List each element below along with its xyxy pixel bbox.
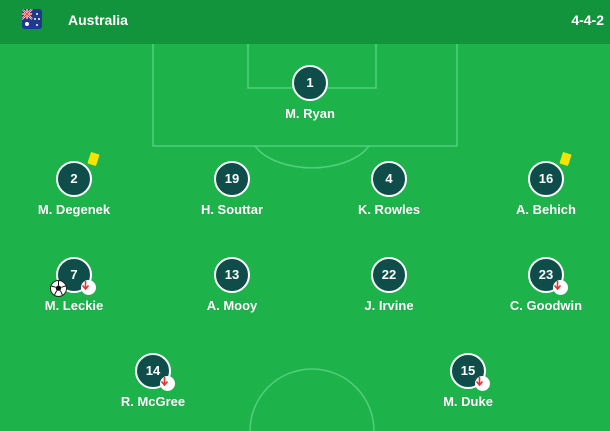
player-name: M. Leckie: [44, 298, 104, 313]
shirt-number: 22: [371, 257, 407, 293]
player-m-degenek[interactable]: 2 M. Degenek: [14, 151, 134, 217]
shirt-number: 16: [528, 151, 572, 197]
player-name: H. Souttar: [200, 202, 264, 217]
player-a-mooy[interactable]: 13 A. Mooy: [172, 257, 292, 313]
player-name: M. Degenek: [37, 202, 111, 217]
shirt-number: 23: [528, 257, 568, 295]
shirt-number: 19: [214, 161, 250, 197]
player-k-rowles[interactable]: 4 K. Rowles: [329, 161, 449, 217]
pitch: 1 M. Ryan 2 M. Degenek 19 H. Souttar 4 K. Rowle…: [0, 44, 610, 431]
team-header: Australia 4-4-2: [0, 0, 610, 44]
shirt-number: 14: [135, 353, 175, 391]
formation-label: 4-4-2: [571, 12, 604, 28]
player-name: A. Behich: [516, 202, 576, 217]
player-name: M. Ryan: [285, 106, 335, 121]
shirt-number: 1: [292, 65, 328, 101]
player-h-souttar[interactable]: 19 H. Souttar: [172, 161, 292, 217]
shirt-number: 15: [450, 353, 490, 391]
player-name: R. McGree: [120, 394, 186, 409]
substitution-out-icon: [475, 376, 490, 391]
shirt-number: 4: [371, 161, 407, 197]
player-m-ryan[interactable]: 1 M. Ryan: [250, 65, 370, 121]
player-name: A. Mooy: [206, 298, 258, 313]
player-c-goodwin[interactable]: 23 C. Goodwin: [486, 257, 606, 313]
goal-ball-icon: [50, 280, 67, 297]
player-name: M. Duke: [443, 394, 493, 409]
player-name: C. Goodwin: [509, 298, 583, 313]
australia-flag-icon: [22, 9, 42, 29]
yellow-card-icon: [87, 151, 100, 167]
player-r-mcgree[interactable]: 14 R. McGree: [93, 353, 213, 409]
yellow-card-icon: [559, 151, 572, 167]
player-j-irvine[interactable]: 22 J. Irvine: [329, 257, 449, 313]
player-name: J. Irvine: [364, 298, 414, 313]
shirt-number: 13: [214, 257, 250, 293]
player-m-duke[interactable]: 15 M. Duke: [408, 353, 528, 409]
player-a-behich[interactable]: 16 A. Behich: [486, 151, 606, 217]
team-name[interactable]: Australia: [68, 12, 128, 28]
player-name: K. Rowles: [357, 202, 421, 217]
substitution-out-icon: [553, 280, 568, 295]
shirt-number: 2: [56, 151, 100, 197]
shirt-number: 7: [50, 257, 96, 297]
substitution-out-icon: [81, 280, 96, 295]
substitution-out-icon: [160, 376, 175, 391]
